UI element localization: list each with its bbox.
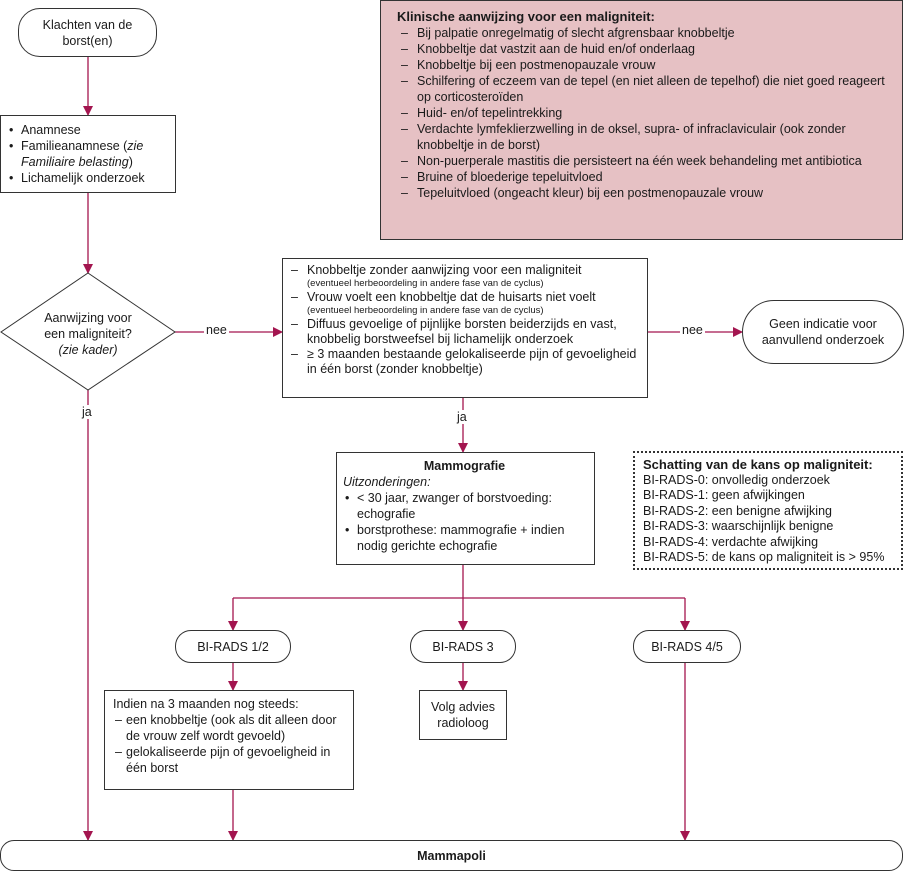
- birads-legend-row: BI-RADS-3: waarschijnlijk benigne: [643, 519, 834, 533]
- malignancy-sign-item: Knobbeltje dat vastzit aan de huid en/of…: [399, 41, 888, 57]
- decision-line: een maligniteit?: [44, 327, 132, 341]
- no-signs-box: Knobbeltje zonder aanwijzing voor een ma…: [282, 258, 648, 398]
- mammography-exception: borstprothese: mammografie + indien nodi…: [343, 522, 586, 554]
- no-indication-terminal: Geen indicatie voor aanvullend onderzoek: [742, 300, 904, 364]
- start-terminal: Klachten van de borst(en): [18, 8, 157, 57]
- assessment-box: Anamnese Familieanamnese (zie Familiaire…: [0, 115, 176, 193]
- malignancy-sign-item: Bruine of bloederige tepeluitvloed: [399, 169, 888, 185]
- followup-list: een knobbeltje (ook als dit alleen door …: [113, 712, 345, 776]
- followup-item: een knobbeltje (ook als dit alleen door …: [113, 712, 345, 744]
- followup-box: Indien na 3 maanden nog steeds: een knob…: [104, 690, 354, 790]
- malignancy-signs-title: Klinische aanwijzing voor een malignitei…: [397, 9, 655, 24]
- assessment-item: Anamnese: [7, 122, 169, 138]
- birads-45-label: BI-RADS 4/5: [651, 639, 723, 654]
- malignancy-sign-item: Schilfering of eczeem van de tepel (en n…: [399, 73, 888, 105]
- birads-legend-row: BI-RADS-5: de kans op maligniteit is > 9…: [643, 550, 885, 564]
- birads-legend-row: BI-RADS-4: verdachte afwijking: [643, 534, 819, 549]
- birads-legend-row: BI-RADS-1: geen afwijkingen: [643, 488, 805, 502]
- followup-intro: Indien na 3 maanden nog steeds:: [113, 697, 299, 711]
- followup-item: gelokaliseerde pijn of gevoeligheid in é…: [113, 744, 345, 776]
- malignancy-signs-box: Klinische aanwijzing voor een malignitei…: [380, 0, 903, 240]
- decision-note: (zie kader): [58, 343, 118, 357]
- start-text: Klachten van de borst(en): [42, 17, 133, 48]
- decision-text: Aanwijzing voor een maligniteit? (zie ka…: [14, 310, 162, 358]
- birads-legend-row: BI-RADS-0: onvolledig onderzoek: [643, 472, 830, 487]
- no-signs-item: Diffuus gevoelige of pijnlijke borsten b…: [289, 317, 639, 347]
- malignancy-sign-item: Tepeluitvloed (ongeacht kleur) bij een p…: [399, 185, 888, 201]
- no-signs-item: Vrouw voelt een knobbeltje dat de huisar…: [289, 290, 639, 317]
- label-ja: ja: [80, 405, 94, 419]
- label-nee: nee: [680, 323, 705, 337]
- malignancy-sign-item: Huid- en/of tepelintrekking: [399, 105, 888, 121]
- malignancy-sign-item: Bij palpatie onregelmatig of slecht afgr…: [399, 25, 888, 41]
- assessment-list: Anamnese Familieanamnese (zie Familiaire…: [7, 122, 169, 186]
- mammography-exception: < 30 jaar, zwanger of borstvoeding: echo…: [343, 490, 586, 522]
- decision-line: Aanwijzing voor: [44, 311, 132, 325]
- malignancy-sign-item: Verdachte lymfeklierzwelling in de oksel…: [399, 121, 888, 153]
- assessment-item: Familieanamnese (zie Familiaire belastin…: [7, 138, 169, 170]
- no-indication-text: Geen indicatie voor aanvullend onderzoek: [761, 317, 885, 347]
- decision-diamond: [0, 272, 176, 391]
- no-signs-item: Knobbeltje zonder aanwijzing voor een ma…: [289, 263, 639, 290]
- birads-3-label: BI-RADS 3: [432, 639, 494, 654]
- radiologist-box: Volg advies radioloog: [419, 690, 507, 740]
- birads-45-node: BI-RADS 4/5: [633, 630, 741, 663]
- birads-legend-row: BI-RADS-2: een benigne afwijking: [643, 503, 832, 518]
- mammography-title: Mammografie: [423, 459, 506, 473]
- birads-12-node: BI-RADS 1/2: [175, 630, 291, 663]
- mammapoli-terminal: Mammapoli: [0, 840, 903, 871]
- assessment-item: Lichamelijk onderzoek: [7, 170, 169, 186]
- birads-3-node: BI-RADS 3: [410, 630, 516, 663]
- malignancy-sign-item: Knobbeltje bij een postmenopauzale vrouw: [399, 57, 888, 73]
- malignancy-signs-list: Bij palpatie onregelmatig of slecht afgr…: [399, 25, 888, 201]
- radiologist-text: Volg advies radioloog: [431, 700, 495, 730]
- malignancy-sign-item: Non-puerperale mastitis die persisteert …: [399, 153, 888, 169]
- label-ja: ja: [455, 410, 469, 424]
- no-signs-list: Knobbeltje zonder aanwijzing voor een ma…: [289, 263, 639, 377]
- mammography-exceptions: < 30 jaar, zwanger of borstvoeding: echo…: [343, 490, 586, 554]
- no-signs-item: ≥ 3 maanden bestaande gelokaliseerde pij…: [289, 347, 639, 377]
- birads-12-label: BI-RADS 1/2: [197, 639, 269, 654]
- label-nee: nee: [204, 323, 229, 337]
- birads-legend-box: Schatting van de kans op maligniteit: BI…: [633, 451, 903, 570]
- mammography-box: Mammografie Uitzonderingen: < 30 jaar, z…: [336, 452, 595, 565]
- mammapoli-text: Mammapoli: [417, 848, 486, 863]
- birads-legend-title: Schatting van de kans op maligniteit:: [643, 457, 873, 472]
- mammography-subtitle: Uitzonderingen:: [343, 475, 431, 489]
